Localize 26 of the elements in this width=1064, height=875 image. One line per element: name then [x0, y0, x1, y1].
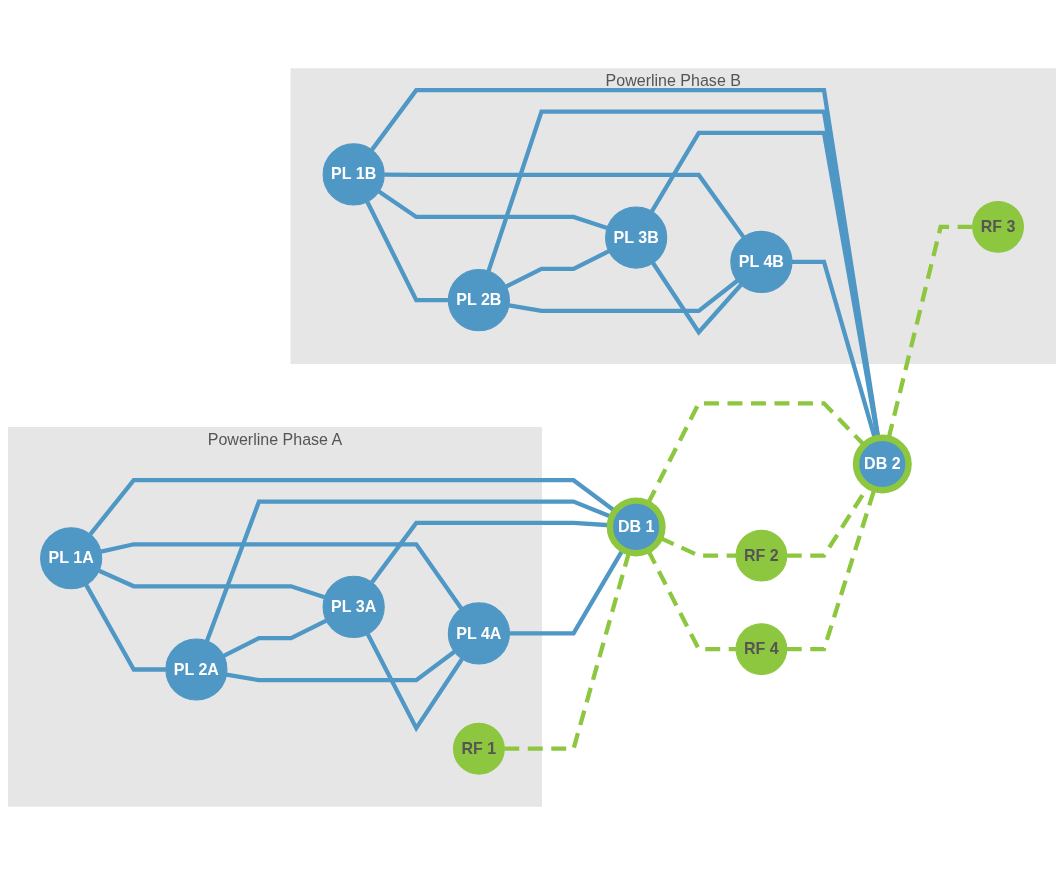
- node-circle: PL 3A: [322, 575, 385, 638]
- connector: [384, 172, 746, 239]
- node-circle: DB 1: [606, 497, 666, 557]
- node-circle: PL 2B: [447, 269, 510, 332]
- node-circle: PL 2A: [165, 638, 228, 701]
- node-circle: DB 2: [852, 434, 912, 494]
- node-circle: RF 4: [735, 623, 788, 676]
- node-circle: RF 1: [452, 722, 505, 775]
- connector: [100, 542, 464, 610]
- connector: [365, 633, 464, 733]
- node-circle: PL 1A: [40, 527, 103, 590]
- connector: [84, 583, 166, 672]
- node-circle: PL 1B: [322, 143, 385, 206]
- connector: [365, 200, 449, 303]
- node-circle: RF 3: [972, 200, 1024, 253]
- node-circle: PL 3B: [605, 206, 668, 269]
- connector: [226, 650, 456, 683]
- connector: [651, 261, 743, 336]
- connector: [377, 189, 608, 230]
- node-circle: PL 4B: [730, 230, 793, 294]
- node-circle: PL 4A: [447, 602, 510, 665]
- connector: [222, 618, 328, 658]
- connector: [98, 568, 326, 600]
- connector: [508, 279, 739, 313]
- node-circle: RF 2: [735, 529, 788, 582]
- connector: [505, 249, 610, 289]
